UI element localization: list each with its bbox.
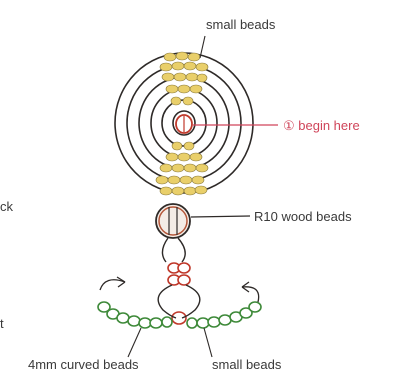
label-begin-here: ① begin here xyxy=(283,119,360,132)
label-small-beads-top: small beads xyxy=(206,18,275,31)
wire-stem xyxy=(162,238,185,262)
curved-beads-pointer xyxy=(128,328,141,357)
label-wood-beads: R10 wood beads xyxy=(254,210,352,223)
small-beads-bottom-pointer xyxy=(204,328,212,357)
label-small-beads-bottom: small beads xyxy=(212,358,281,371)
start-bead xyxy=(176,115,192,133)
label-edge-left-upper: ck xyxy=(0,200,13,213)
wood-beads-pointer xyxy=(191,216,250,217)
green-beads-left xyxy=(98,302,172,328)
wood-bead xyxy=(156,204,190,238)
label-edge-left-lower: t xyxy=(0,317,4,330)
label-curved-beads: 4mm curved beads xyxy=(28,358,139,371)
small-beads-top-cluster xyxy=(160,52,208,105)
red-bead-chain xyxy=(168,263,190,324)
curve-arrow-left-head xyxy=(117,277,125,287)
